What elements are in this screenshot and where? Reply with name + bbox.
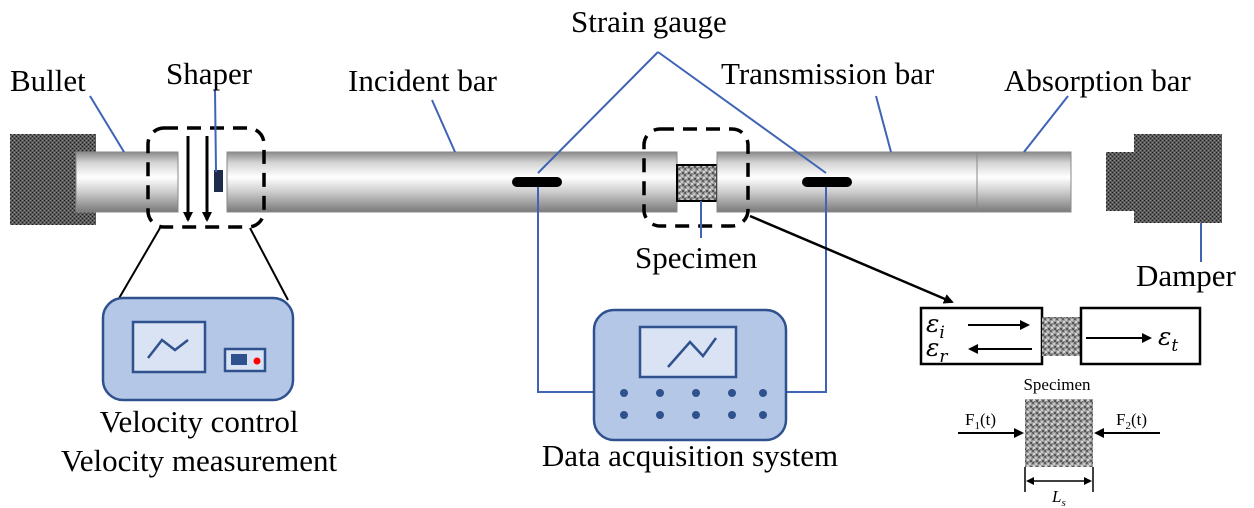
- knob-icon: [759, 411, 767, 419]
- incident-bar: [226, 151, 678, 213]
- velocity-screen: [131, 320, 207, 374]
- transmission-bar-leader: [875, 95, 892, 153]
- incident-bar-label: Incident bar: [348, 63, 498, 98]
- daq-wire-right: [784, 187, 827, 393]
- knob-icon: [620, 411, 628, 419]
- daq-wire-left: [537, 187, 596, 393]
- knob-icon: [728, 411, 736, 419]
- bullet: [75, 151, 179, 213]
- force-f1-label: F1(t): [965, 410, 996, 432]
- transmission-bar-label: Transmission bar: [721, 56, 935, 91]
- absorption-bar: [976, 151, 1072, 213]
- wave-inset: εi εr εt: [919, 306, 1202, 367]
- velocity-device: [101, 296, 295, 402]
- strain-gauge-label: Strain gauge: [571, 4, 727, 39]
- daq-waveform-icon: [667, 337, 718, 368]
- shaper-label: Shaper: [166, 56, 253, 91]
- absorption-bar-label: Absorption bar: [1004, 63, 1192, 98]
- daq-screen: [638, 325, 738, 379]
- specimen: [676, 164, 718, 202]
- data-acquisition-label: Data acquisition system: [542, 438, 838, 473]
- length-arrowhead-right: [1084, 477, 1092, 485]
- absorption-bar-leader: [1023, 95, 1069, 153]
- waveform-icon: [147, 338, 189, 359]
- bullet-leader: [89, 95, 125, 153]
- inset-transmission-bar: [1079, 306, 1202, 366]
- length-arrowhead-left: [1026, 477, 1034, 485]
- force-f2-label: F2(t): [1116, 410, 1147, 432]
- strain-gauge-incident: [512, 177, 562, 187]
- zoom-line-right: [249, 227, 289, 301]
- shaper-highlight-box: [146, 126, 266, 229]
- inset-specimen-title: Specimen: [1023, 375, 1091, 394]
- shaper: [214, 170, 223, 192]
- incident-bar-leader: [431, 99, 456, 153]
- inset-incident-bar: [919, 306, 1044, 366]
- inset-specimen: [1042, 317, 1081, 356]
- daq-device: [592, 308, 788, 442]
- inset-specimen-block: [1025, 399, 1093, 467]
- specimen-label: Specimen: [635, 240, 758, 275]
- eps-i-symbol: εi: [926, 309, 945, 343]
- zoom-line-left: [117, 227, 161, 301]
- strain-gauge-leader-left: [537, 51, 659, 174]
- velocity-control-label: Velocity control: [100, 404, 299, 439]
- length-label: Ls: [1051, 487, 1066, 508]
- strain-gauge-leader-right: [657, 51, 827, 174]
- specimen-inset: Specimen F1(t) F2(t) Ls: [958, 375, 1160, 508]
- knob-icon: [692, 389, 700, 397]
- damper-block: [1106, 152, 1135, 211]
- daq-knobs: [620, 389, 767, 419]
- knob-icon: [656, 389, 664, 397]
- eps-r-symbol: εr: [926, 333, 948, 367]
- damper-label: Damper: [1136, 258, 1237, 293]
- indicator-dot-icon: [253, 357, 261, 365]
- knob-icon: [759, 389, 767, 397]
- knob-icon: [620, 389, 628, 397]
- damper-block-body: [1134, 134, 1222, 223]
- knob-icon: [728, 389, 736, 397]
- knob-icon: [692, 411, 700, 419]
- specimen-highlight-box: [642, 127, 750, 228]
- eps-t-symbol: εt: [1158, 322, 1178, 356]
- bullet-label: Bullet: [10, 63, 86, 98]
- shaper-leader: [214, 89, 217, 173]
- inset-pointer-arrow: [749, 214, 954, 304]
- strain-gauge-transmission: [802, 177, 852, 187]
- velocity-display-inner: [231, 354, 247, 365]
- velocity-measurement-label: Velocity measurement: [61, 443, 338, 478]
- knob-icon: [656, 411, 664, 419]
